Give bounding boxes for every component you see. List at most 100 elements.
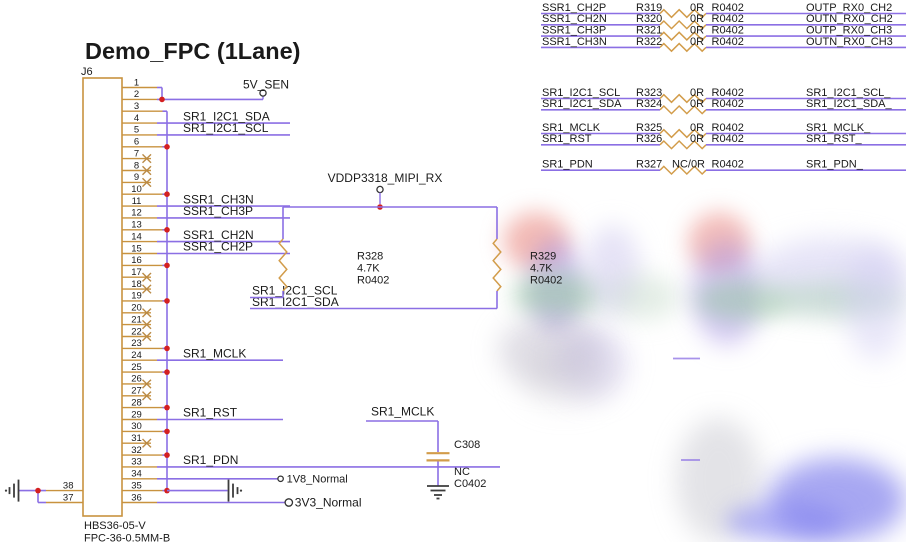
- power-net-label-vddp3318-mipi-rx[interactable]: VDDP3318_MIPI_RX: [328, 171, 443, 185]
- net-label-OUTP_RX0_CH3[interactable]: OUTP_RX0_CH3: [806, 25, 892, 37]
- no-connect-x-20[interactable]: [142, 308, 152, 318]
- no-connect-x-26[interactable]: [142, 379, 152, 389]
- resistor-body-R322[interactable]: [659, 42, 707, 53]
- resistor-footprint-r329[interactable]: R0402: [530, 275, 562, 287]
- net-label-SSR1_CH3N[interactable]: SSR1_CH3N: [542, 36, 607, 48]
- resistor-body-R323[interactable]: [659, 93, 707, 104]
- connector-designator[interactable]: J6: [81, 66, 93, 78]
- power-net-label-5V_SEN[interactable]: 5V_SEN: [243, 77, 289, 91]
- resistor-body-R324[interactable]: [659, 104, 707, 115]
- net-label-sda-stub[interactable]: SR1_I2C1_SDA: [252, 295, 339, 309]
- resistor-footprint-R327[interactable]: R0402: [712, 159, 744, 171]
- resistor-footprint-R324[interactable]: R0402: [712, 98, 744, 110]
- power-terminal-5V_SEN[interactable]: [259, 89, 267, 97]
- resistor-value-R321[interactable]: 0R: [690, 25, 704, 37]
- net-label-SR1_PDN[interactable]: SR1_PDN: [542, 159, 593, 171]
- net-label-SR1_PDN[interactable]: SR1_PDN: [183, 453, 238, 467]
- resistor-value-R319[interactable]: 0R: [690, 2, 704, 14]
- resistor-footprint-R320[interactable]: R0402: [712, 13, 744, 25]
- no-connect-x-22[interactable]: [142, 331, 152, 342]
- resistor-body-R325[interactable]: [659, 128, 707, 139]
- power-net-label-1V8_Normal[interactable]: 1V8_Normal: [287, 474, 348, 486]
- resistor-designator-R319[interactable]: R319: [636, 2, 662, 14]
- no-connect-x-18[interactable]: [142, 284, 152, 294]
- net-label-SSR1_CH2N[interactable]: SSR1_CH2N: [542, 13, 607, 25]
- cap-value[interactable]: NC: [454, 466, 470, 478]
- resistor-body-R326[interactable]: [659, 139, 707, 150]
- net-label-SSR1_CH2N[interactable]: SSR1_CH2N: [183, 228, 254, 242]
- resistor-designator-R323[interactable]: R323: [636, 87, 662, 99]
- net-label-SSR1_CH2P[interactable]: SSR1_CH2P: [183, 240, 253, 254]
- resistor-value-R324[interactable]: 0R: [690, 98, 704, 110]
- resistor-value-R327[interactable]: NC/0R: [672, 159, 705, 171]
- no-connect-x-17[interactable]: [142, 272, 152, 282]
- net-label-SR1_MCLK[interactable]: SR1_MCLK: [542, 122, 601, 134]
- no-connect-x-21[interactable]: [142, 319, 152, 330]
- power-terminal-3V3_Normal[interactable]: [284, 498, 294, 507]
- resistor-designator-R320[interactable]: R320: [636, 13, 662, 25]
- resistor-value-r329[interactable]: 4.7K: [530, 263, 553, 275]
- resistor-body-R319[interactable]: [659, 8, 707, 19]
- net-label-SSR1_CH3P[interactable]: SSR1_CH3P: [183, 204, 253, 218]
- cap-designator[interactable]: C308: [454, 439, 480, 451]
- net-label-SR1_RST[interactable]: SR1_RST: [183, 406, 238, 420]
- resistor-body-R321[interactable]: [659, 31, 707, 41]
- resistor-designator-r329[interactable]: R329: [530, 251, 556, 263]
- power-terminal-vddp[interactable]: [376, 185, 384, 194]
- connector-footprint[interactable]: FPC-36-0.5MM-B: [84, 533, 170, 542]
- resistor-designator-r328[interactable]: R328: [357, 251, 383, 263]
- resistor-designator-R325[interactable]: R325: [636, 122, 662, 134]
- net-label-SSR1_CH3P[interactable]: SSR1_CH3P: [542, 25, 606, 37]
- net-label-SR1_I2C1_SDA_[interactable]: SR1_I2C1_SDA_: [806, 98, 892, 110]
- resistor-value-r328[interactable]: 4.7K: [357, 263, 380, 275]
- net-label-mclk-stub[interactable]: SR1_MCLK: [371, 405, 434, 419]
- net-label-OUTN_RX0_CH2[interactable]: OUTN_RX0_CH2: [806, 13, 893, 25]
- resistor-footprint-r328[interactable]: R0402: [357, 275, 389, 287]
- resistor-designator-R324[interactable]: R324: [636, 98, 662, 110]
- resistor-footprint-R322[interactable]: R0402: [712, 36, 744, 48]
- resistor-value-R320[interactable]: 0R: [690, 13, 704, 25]
- resistor-footprint-R321[interactable]: R0402: [712, 25, 744, 37]
- resistor-value-R322[interactable]: 0R: [690, 36, 704, 48]
- power-net-label-3V3_Normal[interactable]: 3V3_Normal: [295, 496, 362, 510]
- net-label-SR1_RST[interactable]: SR1_RST: [542, 133, 592, 145]
- resistor-footprint-R323[interactable]: R0402: [712, 87, 744, 99]
- connector-part-number[interactable]: HBS36-05-V: [84, 520, 146, 532]
- net-label-SR1_I2C1_SCL[interactable]: SR1_I2C1_SCL: [542, 87, 620, 99]
- resistor-value-R325[interactable]: 0R: [690, 122, 704, 134]
- resistor-body-R327[interactable]: [659, 165, 707, 176]
- no-connect-x-31[interactable]: [142, 438, 152, 448]
- net-label-scl-stub[interactable]: SR1_I2C1_SCL: [252, 284, 338, 298]
- no-connect-x-27[interactable]: [142, 391, 152, 401]
- connector-body[interactable]: [82, 77, 123, 517]
- resistor-body-R320[interactable]: [659, 19, 707, 30]
- no-connect-x-7[interactable]: [142, 153, 152, 164]
- resistor-value-R326[interactable]: 0R: [690, 133, 704, 145]
- no-connect-x-9[interactable]: [142, 177, 152, 188]
- net-label-SR1_PDN_[interactable]: SR1_PDN_: [806, 159, 864, 171]
- resistor-body-r329[interactable]: [492, 238, 502, 292]
- resistor-designator-R327[interactable]: R327: [636, 159, 662, 171]
- net-label-SR1_I2C1_SCL[interactable]: SR1_I2C1_SCL: [183, 121, 269, 135]
- resistor-footprint-R319[interactable]: R0402: [712, 2, 744, 14]
- cap-footprint[interactable]: C0402: [454, 478, 486, 490]
- net-label-SR1_MCLK[interactable]: SR1_MCLK: [183, 346, 246, 360]
- resistor-designator-R322[interactable]: R322: [636, 36, 662, 48]
- net-label-SSR1_CH2P[interactable]: SSR1_CH2P: [542, 2, 606, 14]
- net-label-SR1_RST_[interactable]: SR1_RST_: [806, 133, 863, 145]
- resistor-designator-R326[interactable]: R326: [636, 133, 662, 145]
- resistor-designator-R321[interactable]: R321: [636, 25, 662, 37]
- power-terminal-1V8_Normal[interactable]: [277, 475, 284, 483]
- net-label-SR1_I2C1_SCL_[interactable]: SR1_I2C1_SCL_: [806, 87, 891, 99]
- net-label-SR1_I2C1_SDA[interactable]: SR1_I2C1_SDA: [183, 109, 270, 123]
- resistor-footprint-R325[interactable]: R0402: [712, 122, 744, 134]
- net-label-OUTP_RX0_CH2[interactable]: OUTP_RX0_CH2: [806, 2, 892, 14]
- net-label-SR1_MCLK_[interactable]: SR1_MCLK_: [806, 122, 871, 134]
- resistor-value-R323[interactable]: 0R: [690, 87, 704, 99]
- net-label-SSR1_CH3N[interactable]: SSR1_CH3N: [183, 192, 254, 206]
- no-connect-x-8[interactable]: [142, 165, 152, 176]
- sheet-title[interactable]: Demo_FPC (1Lane): [85, 38, 300, 64]
- resistor-body-r328[interactable]: [278, 238, 288, 292]
- net-label-OUTN_RX0_CH3[interactable]: OUTN_RX0_CH3: [806, 36, 893, 48]
- net-label-SR1_I2C1_SDA[interactable]: SR1_I2C1_SDA: [542, 98, 622, 110]
